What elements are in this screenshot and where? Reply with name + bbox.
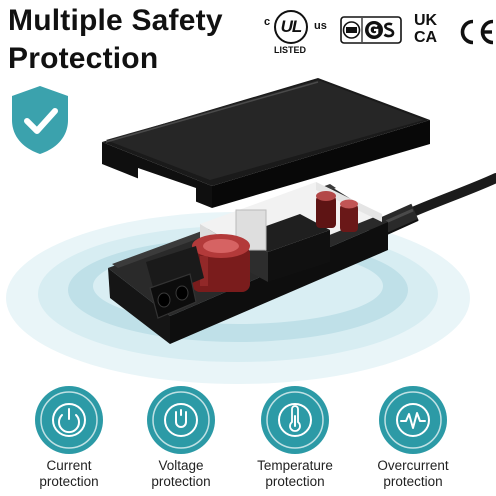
ce-mark-icon (460, 19, 494, 45)
feature-icon-circle (35, 386, 103, 454)
power-icon (40, 391, 98, 449)
tuv-gs-mark-icon (340, 16, 402, 44)
page-title-line-1: Multiple Safety (8, 4, 223, 37)
feature-voltage-protection: Voltage protection (126, 386, 236, 496)
feature-label: Temperature protection (240, 458, 350, 490)
feature-label-line-2: protection (151, 474, 211, 489)
thermometer-icon (266, 391, 324, 449)
ukca-line-1: UK (414, 12, 438, 29)
feature-current-protection: Current protection (14, 386, 124, 496)
power-adapter-open-case-image (6, 78, 496, 384)
feature-label: Overcurrent protection (358, 458, 468, 490)
capacitor-large (192, 234, 250, 292)
ul-c-label: c (264, 16, 271, 28)
page-title: Multiple Safety Protection (8, 2, 223, 78)
feature-label-line-2: protection (265, 474, 325, 489)
case-lid (102, 78, 430, 208)
ul-listed-mark: c UL us LISTED (262, 10, 332, 56)
feature-temperature-protection: Temperature protection (240, 386, 350, 496)
ukca-line-2: CA (414, 29, 438, 46)
voltage-u-icon (152, 391, 210, 449)
feature-label-line-1: Overcurrent (377, 458, 449, 473)
feature-label-line-2: protection (383, 474, 443, 489)
waveform-icon (384, 391, 442, 449)
feature-label-line-2: protection (39, 474, 99, 489)
case-bottom-front (108, 268, 170, 344)
feature-label-line-1: Current (46, 458, 92, 473)
feature-overcurrent-protection: Overcurrent protection (358, 386, 468, 496)
output-cable (403, 173, 496, 219)
case-bottom-right (170, 222, 388, 344)
feature-icon-circle (147, 386, 215, 454)
feature-label-line-1: Temperature (257, 458, 333, 473)
ul-listed-label: LISTED (274, 45, 307, 55)
ukca-mark: UK CA (414, 12, 450, 50)
ul-circle: UL (274, 10, 308, 44)
capacitor-small-1 (316, 191, 336, 228)
feature-icon-circle (261, 386, 329, 454)
shield-check-icon (12, 86, 68, 154)
page-title-line-2: Protection (8, 42, 159, 75)
ac-inlet (146, 246, 204, 319)
ul-mark-label: UL (280, 17, 303, 36)
feature-row: Current protection Voltage protection (0, 386, 496, 496)
feature-label-line-1: Voltage (158, 458, 204, 473)
feature-label: Current protection (14, 458, 124, 490)
feature-label: Voltage protection (126, 458, 236, 490)
certification-marks: c UL us LISTED UK CA (262, 10, 496, 56)
ul-us-label: us (314, 20, 327, 32)
capacitor-small-2 (340, 199, 358, 232)
feature-icon-circle (379, 386, 447, 454)
